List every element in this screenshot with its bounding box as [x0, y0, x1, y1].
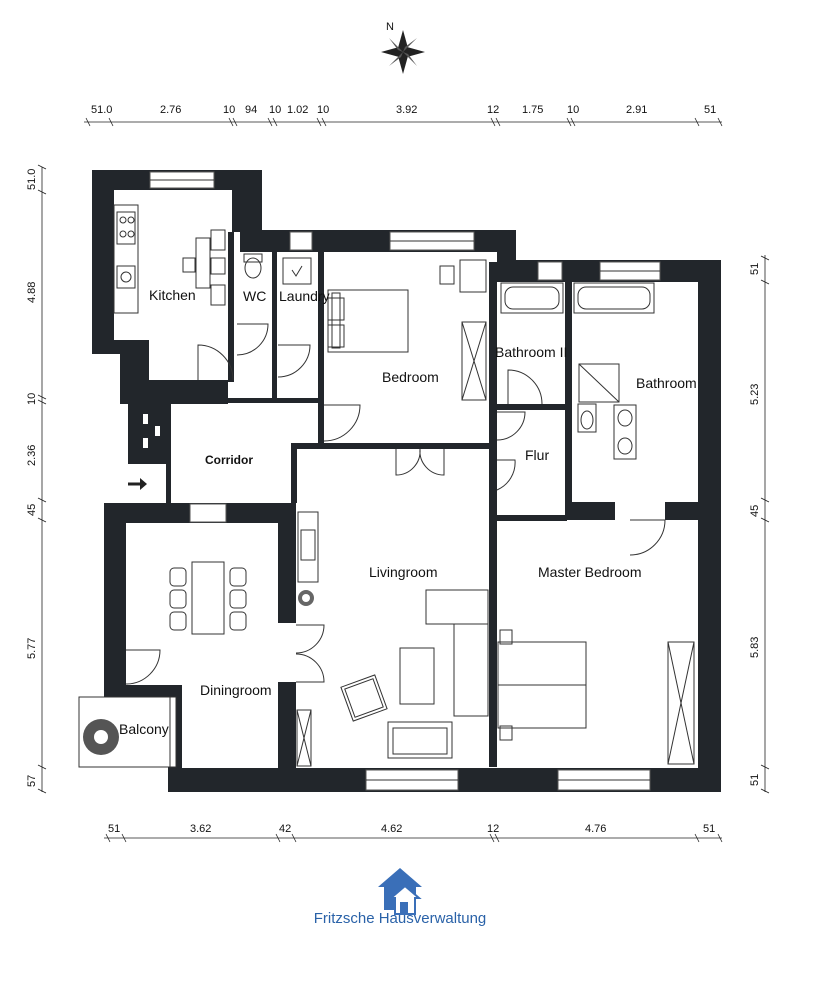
dim-left-4: 45 [26, 504, 38, 516]
right-dimension-line [760, 255, 770, 794]
company-logo-icon [378, 868, 422, 915]
room-label-diningroom: Diningroom [200, 682, 272, 698]
wc-toilet-icon [243, 253, 263, 279]
dim-left-2: 10 [26, 393, 38, 405]
dim-top-7: 3.92 [396, 104, 417, 116]
interior-walls [166, 232, 572, 767]
dim-top-9: 1.75 [522, 104, 543, 116]
dim-left-5: 5.77 [26, 638, 38, 659]
top-dimension-line [84, 117, 723, 127]
plant-icon [298, 590, 314, 606]
entrance-arrow-icon [128, 478, 147, 490]
bottom-dimension-line [104, 833, 723, 843]
room-label-corridor: Corridor [205, 453, 253, 467]
company-name: Fritzsche Hausverwaltung [313, 910, 487, 927]
room-label-bedroom: Bedroom [382, 369, 439, 385]
dim-bottom-0: 51 [108, 823, 120, 835]
dim-top-4: 10 [269, 104, 281, 116]
bathroom-fixtures [573, 282, 655, 460]
room-label-flur: Flur [525, 447, 549, 463]
dim-top-1: 2.76 [160, 104, 181, 116]
dim-bottom-2: 42 [279, 823, 291, 835]
room-label-laundry: Laundry [279, 288, 330, 304]
dim-bottom-3: 4.62 [381, 823, 402, 835]
room-label-livingroom: Livingroom [369, 564, 437, 580]
dim-left-6: 57 [26, 775, 38, 787]
dim-top-0: 51.0 [91, 104, 112, 116]
compass-icon: N [381, 21, 425, 74]
room-label-bathroom-ii: Bathroom II [495, 344, 567, 360]
dim-right-3: 5.83 [749, 637, 761, 658]
dim-left-3: 2.36 [26, 445, 38, 466]
compass-north-label: N [386, 21, 394, 33]
livingroom-furniture [296, 511, 489, 767]
bedroom-furniture [327, 259, 487, 401]
dim-bottom-5: 4.76 [585, 823, 606, 835]
dim-top-8: 12 [487, 104, 499, 116]
dim-top-11: 2.91 [626, 104, 647, 116]
dim-top-10: 10 [567, 104, 579, 116]
dim-bottom-4: 12 [487, 823, 499, 835]
dim-right-0: 51 [749, 263, 761, 275]
dim-right-1: 5.23 [749, 384, 761, 405]
room-label-balcony: Balcony [119, 721, 169, 737]
dim-top-6: 10 [317, 104, 329, 116]
dim-top-2: 10 [223, 104, 235, 116]
dim-bottom-6: 51 [703, 823, 715, 835]
washing-machine-icon [282, 257, 312, 285]
room-label-kitchen: Kitchen [149, 287, 196, 303]
windows [149, 171, 661, 791]
dim-top-12: 51 [704, 104, 716, 116]
dim-right-4: 51 [749, 774, 761, 786]
dim-left-1: 4.88 [26, 282, 38, 303]
doors [125, 323, 666, 685]
balcony-plant-icon [83, 719, 119, 755]
dim-top-5: 1.02 [287, 104, 308, 116]
dim-bottom-1: 3.62 [190, 823, 211, 835]
dim-top-3: 94 [245, 104, 257, 116]
room-label-master-bedroom: Master Bedroom [538, 564, 641, 580]
master-bedroom-furniture [497, 629, 695, 765]
dim-right-2: 45 [749, 505, 761, 517]
bathtub-icon [500, 282, 564, 314]
kitchen-fixtures [113, 204, 226, 314]
dim-left-0: 51.0 [26, 169, 38, 190]
room-label-wc: WC [243, 288, 266, 304]
room-label-bathroom: Bathroom [636, 375, 697, 391]
left-dimension-line [37, 164, 47, 794]
dining-table-icon [169, 561, 247, 635]
